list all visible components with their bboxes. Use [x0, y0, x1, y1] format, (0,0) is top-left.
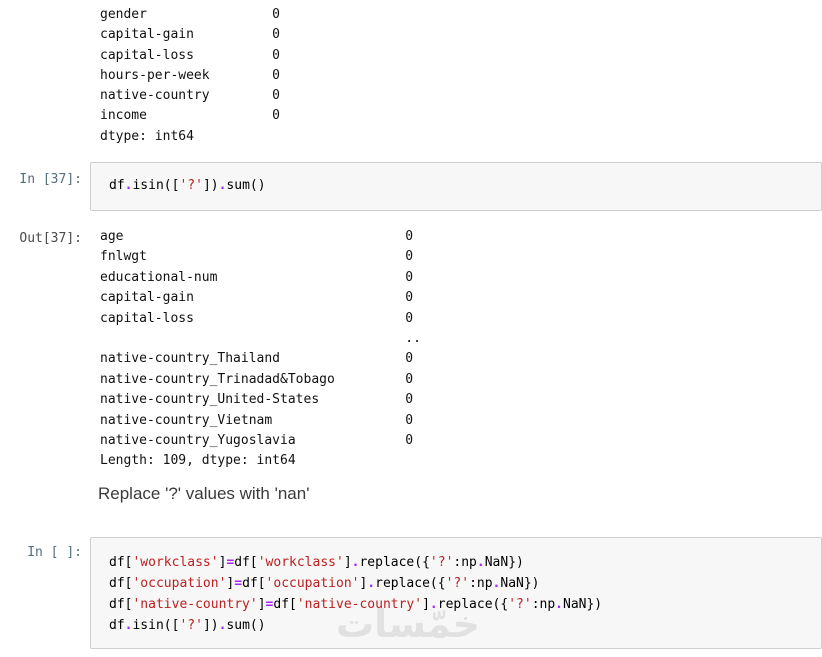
input-prompt-37: In [37]: — [19, 172, 82, 187]
code-line: df['native-country']=df['native-country'… — [109, 597, 603, 612]
input-prompt-empty: In [ ]: — [27, 545, 82, 560]
output-text-isin-sum: age 0 fnlwgt 0 educational-num 0 capital… — [100, 229, 421, 469]
code-line: df.isin(['?']).sum() — [109, 178, 266, 193]
code-editor-in-empty[interactable]: df['workclass']=df['workclass'].replace(… — [91, 538, 821, 636]
markdown-cell[interactable]: Replace '?' values with 'nan' — [98, 484, 310, 503]
code-cell-in37[interactable]: df.isin(['?']).sum() — [90, 162, 822, 211]
output-text-series-summary: gender 0 capital-gain 0 capital-loss 0 h… — [100, 7, 281, 144]
code-line: df['workclass']=df['workclass'].replace(… — [109, 555, 524, 570]
code-cell-in-empty[interactable]: df['workclass']=df['workclass'].replace(… — [90, 537, 822, 649]
code-line: df['occupation']=df['occupation'].replac… — [109, 576, 540, 591]
code-editor-in37[interactable]: df.isin(['?']).sum() — [91, 163, 821, 196]
code-line: df.isin(['?']).sum() — [109, 618, 266, 633]
output-prompt-37: Out[37]: — [19, 231, 82, 246]
